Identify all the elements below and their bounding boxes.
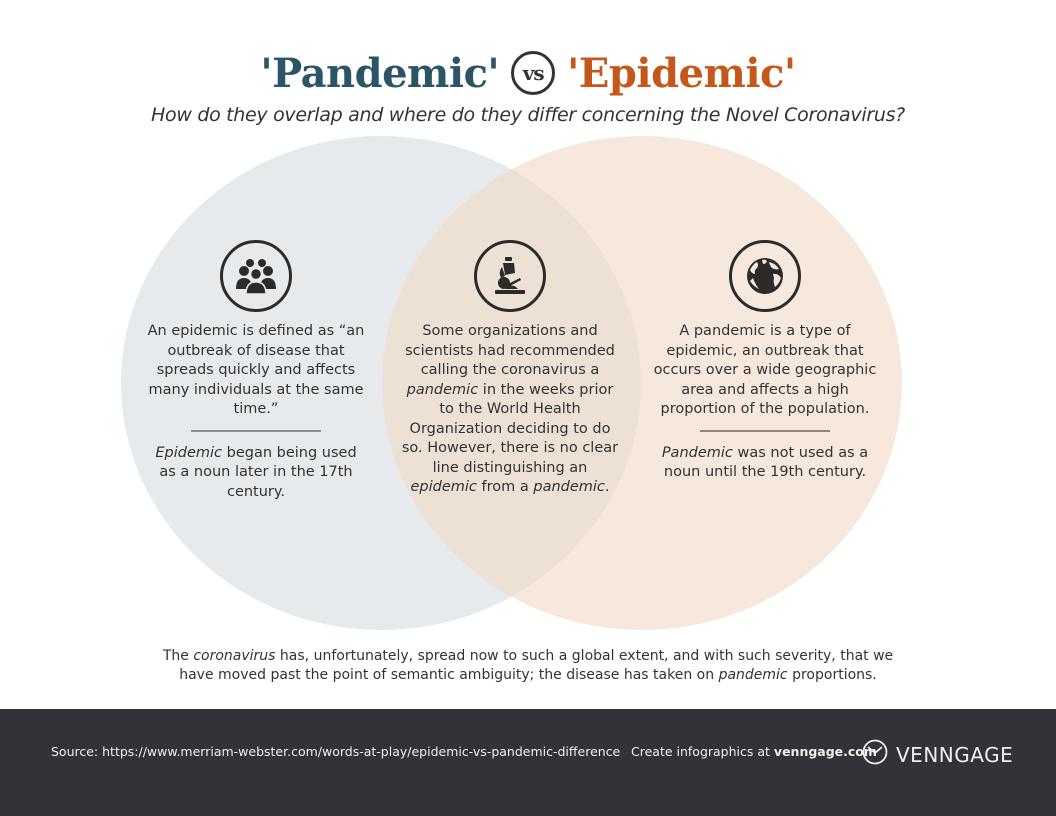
source-link[interactable]: Source: https://www.merriam-webster.com/…: [51, 744, 621, 759]
conclusion-term-pandemic: pandemic: [718, 667, 788, 683]
epidemic-definition: An epidemic is defined as “an outbreak o…: [147, 323, 365, 417]
venngage-brand[interactable]: VENNGAGE: [862, 739, 1013, 770]
cta-link[interactable]: venngage.com: [773, 744, 877, 759]
epidemic-term: Epidemic: [155, 444, 222, 461]
vs-label: vs: [522, 61, 545, 85]
title: 'Pandemic' vs 'Epidemic': [0, 48, 1056, 98]
overlap-term-epidemic: epidemic: [410, 479, 477, 495]
overlap-term-pandemic: pandemic: [406, 381, 479, 398]
region-epidemic: An epidemic is defined as “an outbreak o…: [146, 240, 366, 502]
conclusion-text-1: The: [162, 648, 194, 664]
venngage-logo-icon: [862, 739, 888, 770]
conclusion: The coronavirus has, unfortunately, spre…: [150, 647, 906, 685]
epidemic-history-text: began being used as a noun later in the …: [159, 444, 357, 500]
subtitle: How do they overlap and where do they di…: [151, 104, 905, 126]
overlap-term-pandemic-2: pandemic: [533, 479, 605, 495]
divider: [700, 429, 830, 432]
overlap-text-4: .: [604, 479, 610, 495]
pandemic-history-text: was not used as a noun until the 19th ce…: [663, 444, 869, 481]
conclusion-text-2: has, unfortunately, spread now to such a…: [179, 648, 894, 683]
epidemic-history: Epidemic began being used as a noun late…: [146, 444, 366, 503]
cta-prefix: Create infographics at: [631, 744, 774, 759]
globe-icon: [729, 240, 801, 312]
pandemic-definition: A pandemic is a type of epidemic, an out…: [653, 323, 877, 417]
divider: [191, 429, 321, 432]
overlap-text-2: in the weeks prior to the World Health O…: [401, 381, 619, 476]
pandemic-term: Pandemic: [661, 444, 733, 461]
title-epidemic: 'Epidemic': [567, 49, 796, 97]
region-overlap: Some organizations and scientists had re…: [400, 240, 620, 498]
overlap-text-1: Some organizations and scientists had re…: [405, 323, 615, 378]
people-group-icon: [220, 240, 292, 312]
conclusion-text-3: proportions.: [787, 667, 877, 683]
overlap-text: Some organizations and scientists had re…: [400, 322, 620, 498]
venngage-cta[interactable]: Create infographics at venngage.com: [631, 744, 877, 759]
overlap-text-3: from a: [476, 479, 534, 495]
brand-name: VENNGAGE: [896, 742, 1014, 767]
pandemic-history: Pandemic was not used as a noun until th…: [646, 444, 884, 483]
region-pandemic: A pandemic is a type of epidemic, an out…: [646, 240, 884, 483]
vs-badge: vs: [511, 51, 556, 95]
conclusion-term-coronavirus: coronavirus: [193, 648, 276, 664]
title-pandemic: 'Pandemic': [260, 49, 500, 97]
footer: Source: https://www.merriam-webster.com/…: [0, 709, 1056, 816]
microscope-icon: [474, 240, 546, 312]
